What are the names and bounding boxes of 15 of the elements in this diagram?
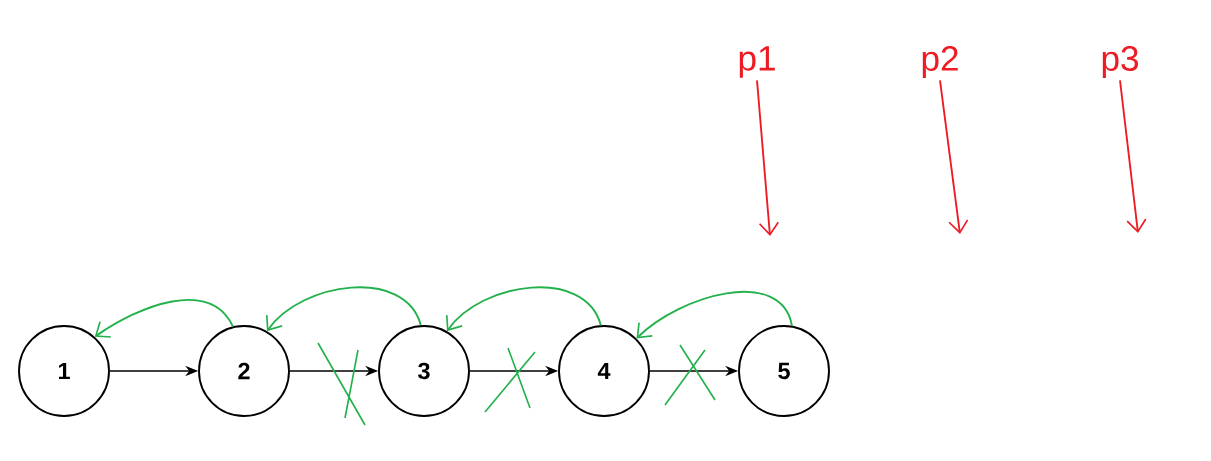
pointer-label: p1 [739, 46, 775, 78]
curved-arrow [636, 290, 793, 339]
pointer-label: p2 [922, 46, 958, 78]
circle-node: 1 [18, 325, 110, 417]
pointer-label: p3 [1102, 46, 1138, 78]
circle-node: 3 [378, 325, 470, 417]
arrow [1119, 79, 1147, 233]
circle-node: 5 [738, 325, 830, 417]
curved-arrow [94, 299, 234, 338]
arrow [756, 79, 780, 236]
arrow [939, 79, 969, 234]
curved-arrow [445, 286, 602, 332]
circle-node: 2 [198, 325, 290, 417]
circle-node: 4 [558, 325, 650, 417]
curved-arrow [265, 286, 422, 332]
